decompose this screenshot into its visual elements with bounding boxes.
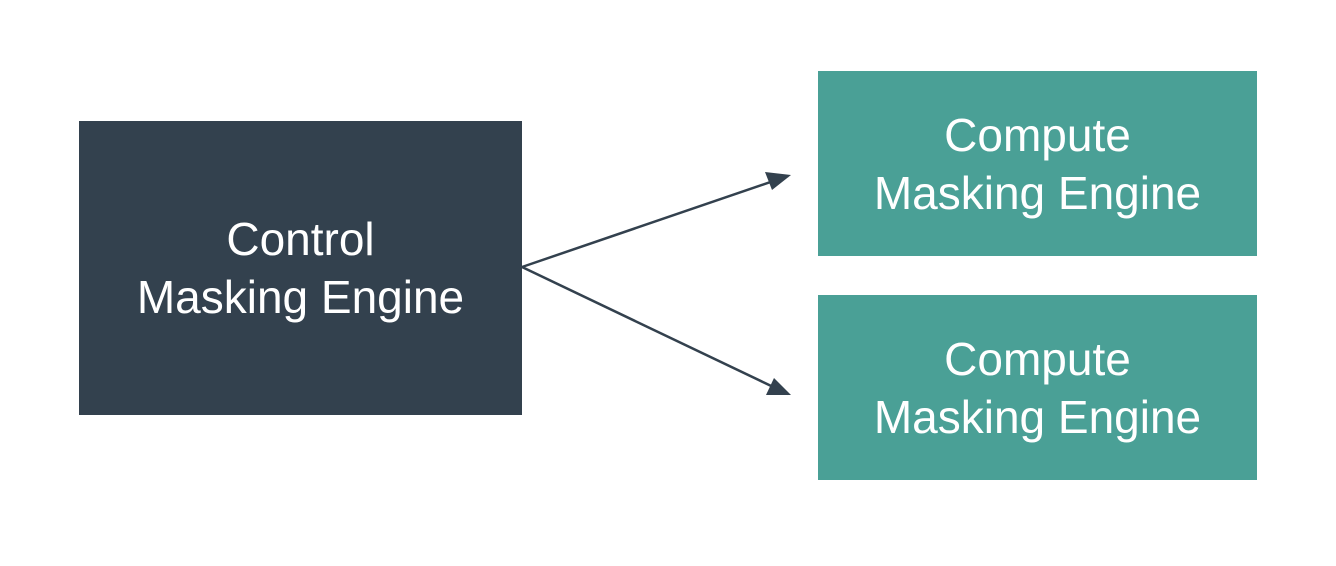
compute-top-line2: Masking Engine [873, 166, 1202, 219]
compute-bottom-line2: Masking Engine [873, 390, 1202, 443]
control-node-line1: Control [226, 213, 375, 265]
arrow-control-to-compute-top [521, 174, 789, 269]
compute-masking-engine-box-top: Compute Masking Engine [818, 71, 1257, 256]
compute-bottom-line1: Compute [944, 332, 1131, 385]
arrowhead-bottom-icon [766, 378, 791, 395]
arrow-control-to-compute-bottom [521, 265, 789, 396]
control-masking-engine-box: Control Masking Engine [79, 121, 522, 415]
arrowhead-top-icon [765, 172, 791, 190]
compute-masking-engine-box-bottom: Compute Masking Engine [818, 295, 1257, 480]
control-node-line2: Masking Engine [136, 271, 465, 323]
compute-top-line1: Compute [944, 108, 1131, 161]
